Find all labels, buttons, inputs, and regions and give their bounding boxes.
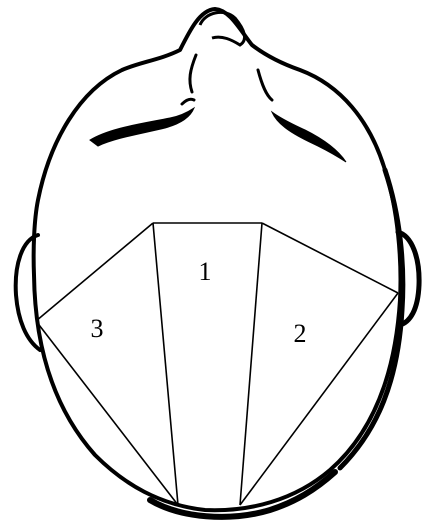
right-eyebrow: [272, 112, 346, 162]
zone-line-left-lower: [36, 321, 178, 505]
zone-line-right-upper: [262, 223, 398, 293]
head-shadow-right: [340, 170, 403, 468]
zone-line-center-left: [153, 223, 178, 505]
nose-shadow: [190, 55, 196, 92]
zone-line-right-lower: [240, 293, 398, 505]
zone-2-label: 2: [294, 319, 307, 348]
zone-3-label: 3: [91, 314, 104, 343]
nose-shadow-right: [258, 70, 272, 100]
zone-line-left-upper: [36, 223, 153, 321]
left-eyebrow: [90, 108, 194, 146]
head-outline: [34, 9, 401, 510]
zone-line-center-right: [240, 223, 262, 505]
left-eyebrow-tip: [182, 99, 194, 104]
zone-1-label: 1: [199, 257, 212, 286]
